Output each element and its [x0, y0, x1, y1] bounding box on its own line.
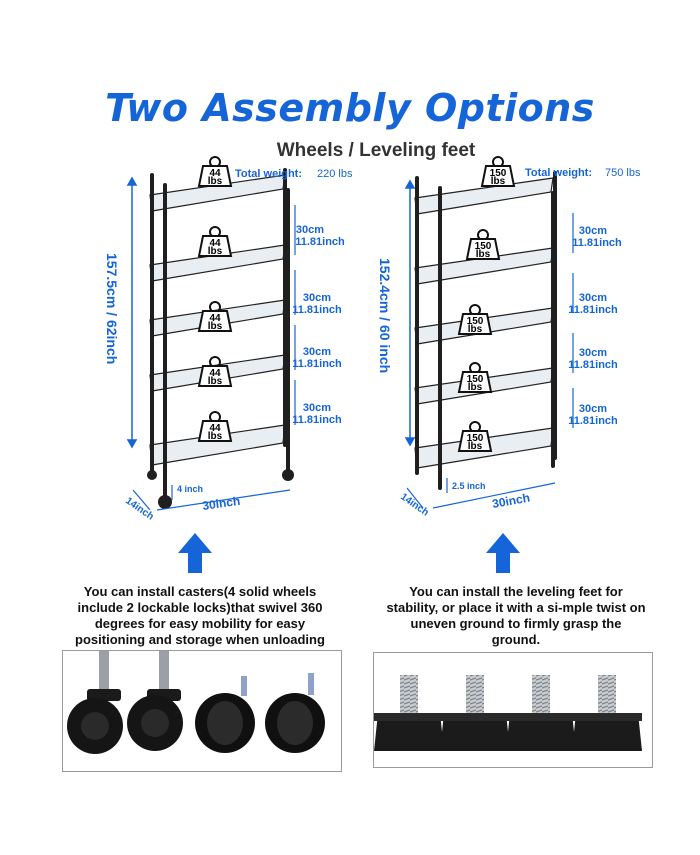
right-spacing-2-in: 11.81inch	[568, 304, 618, 316]
left-total-weight-value: 220 lbs	[317, 168, 353, 180]
left-badge-2-unit: lbs	[208, 246, 223, 257]
right-spacing-3-in: 11.81inch	[568, 359, 618, 371]
left-spacing-4-in: 11.81inch	[292, 414, 342, 426]
right-depth-label: 14inch	[398, 491, 430, 518]
right-badge-3-unit: lbs	[468, 324, 483, 335]
left-spacing-1-cm: 30cm	[296, 224, 324, 236]
right-spacing-4-in: 11.81inch	[568, 415, 618, 427]
casters-panel	[62, 650, 342, 772]
right-spacing-4-cm: 30cm	[579, 403, 607, 415]
leveling-foot-2	[440, 675, 510, 751]
left-spacing-2-in: 11.81inch	[292, 304, 342, 316]
left-badge-1-value: 44	[209, 168, 221, 179]
left-height-label: 157.5cm / 62inch	[104, 253, 120, 364]
left-badge-4-unit: lbs	[208, 376, 223, 387]
left-width-label: 30inch	[201, 494, 241, 513]
left-badge-5-value: 44	[209, 423, 221, 434]
right-width-label: 30inch	[491, 491, 531, 511]
left-spacing-1-in: 11.81inch	[295, 236, 345, 248]
leveling-foot-3	[506, 675, 576, 751]
left-rack-frame	[147, 168, 294, 509]
right-description: You can install the leveling feet for st…	[386, 584, 646, 647]
right-badge-5-value: 150	[467, 433, 484, 444]
right-badge-4-value: 150	[467, 374, 484, 385]
right-height-label: 152.4cm / 60 inch	[377, 258, 393, 373]
leveling-feet-image	[374, 675, 642, 751]
left-badge-3-unit: lbs	[208, 321, 223, 332]
caster-wheel-1	[67, 689, 123, 754]
right-badge-3-value: 150	[467, 316, 484, 327]
left-total-weight-label: Total weight:	[235, 168, 302, 180]
left-depth-label: 14inch	[123, 495, 155, 522]
leveling-foot-1	[374, 675, 444, 751]
left-badge-4-value: 44	[209, 368, 221, 379]
left-spacing-4-cm: 30cm	[303, 402, 331, 414]
left-badge-5-unit: lbs	[208, 431, 223, 442]
caster-wheels-image	[67, 651, 325, 754]
left-spacing-2-cm: 30cm	[303, 292, 331, 304]
caster-wheel-2	[127, 689, 183, 751]
right-total-weight-value: 750 lbs	[605, 167, 641, 179]
right-badge-2-unit: lbs	[476, 249, 491, 260]
leveling-feet-panel	[373, 652, 653, 768]
right-arrow-up-icon	[486, 533, 520, 573]
right-spacing-3-cm: 30cm	[579, 347, 607, 359]
left-badge-2-value: 44	[209, 238, 221, 249]
left-spacing-3-cm: 30cm	[303, 346, 331, 358]
page-title: Two Assembly Options	[105, 86, 595, 130]
right-badge-5-unit: lbs	[468, 441, 483, 452]
left-arrow-up-icon	[178, 533, 212, 573]
right-badge-4-unit: lbs	[468, 382, 483, 393]
right-badge-1-value: 150	[490, 168, 507, 179]
left-base-height-label: 4 inch	[177, 484, 203, 494]
leveling-foot-4	[572, 675, 642, 751]
left-badge-1-unit: lbs	[208, 176, 223, 187]
right-badge-2-value: 150	[475, 241, 492, 252]
caster-wheel-4	[265, 673, 325, 753]
right-total-weight-label: Total weight:	[525, 167, 592, 179]
left-description: You can install casters(4 solid wheels i…	[75, 584, 325, 647]
right-spacing-2-cm: 30cm	[579, 292, 607, 304]
right-spacing-1-cm: 30cm	[579, 225, 607, 237]
right-base-height-label: 2.5 inch	[452, 481, 486, 491]
right-badge-1-unit: lbs	[491, 176, 506, 187]
right-spacing-1-in: 11.81inch	[572, 237, 622, 249]
caster-wheel-3	[195, 676, 255, 753]
left-badge-3-value: 44	[209, 313, 221, 324]
page-subtitle: Wheels / Leveling feet	[276, 140, 476, 161]
left-spacing-3-in: 11.81inch	[292, 358, 342, 370]
